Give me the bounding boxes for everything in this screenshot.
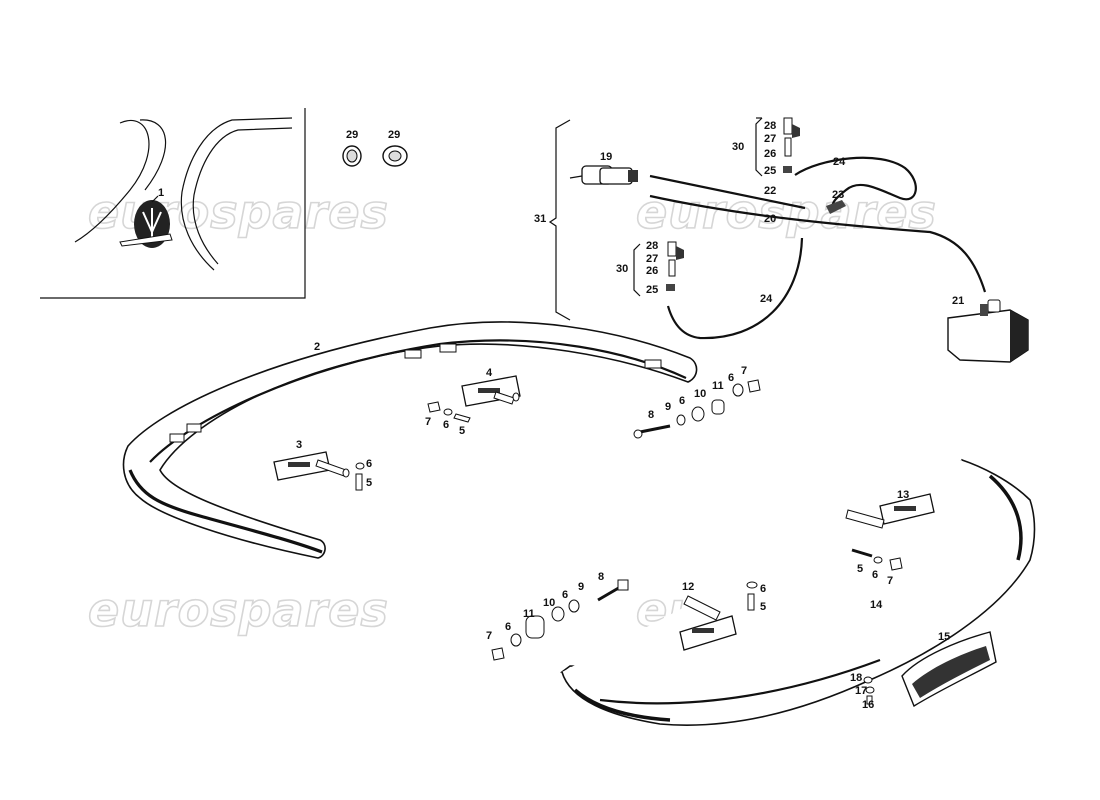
callout-15: 15 — [938, 631, 950, 643]
callout-1: 1 — [158, 187, 164, 199]
callout-27: 27 — [646, 253, 658, 265]
bracket-12 — [679, 595, 737, 651]
washer-reservoir-icon — [947, 299, 1029, 363]
callout-6: 6 — [679, 395, 685, 407]
window-line — [139, 119, 167, 191]
callout-21: 21 — [952, 295, 964, 307]
window-line — [74, 120, 150, 243]
callout-10: 10 — [543, 597, 555, 609]
callout-7: 7 — [425, 416, 431, 428]
hose-22 — [649, 174, 806, 210]
watermark-text: eurospares — [88, 185, 389, 239]
callout-6: 6 — [562, 589, 568, 601]
callout-5: 5 — [366, 477, 372, 489]
callout-25: 25 — [764, 165, 776, 177]
callout-17: 17 — [855, 685, 867, 697]
callout-12: 12 — [682, 581, 694, 593]
callout-30: 30 — [732, 141, 744, 153]
callout-31: 31 — [534, 213, 546, 225]
callout-23: 23 — [832, 189, 844, 201]
callout-16: 16 — [862, 699, 874, 711]
callout-10: 10 — [694, 388, 706, 400]
callout-26: 26 — [646, 265, 658, 277]
callout-30: 30 — [616, 263, 628, 275]
callout-22: 22 — [764, 185, 776, 197]
callout-19: 19 — [600, 151, 612, 163]
bracket-13 — [845, 493, 935, 529]
callout-28: 28 — [764, 120, 776, 132]
callout-29: 29 — [346, 129, 358, 141]
inset-frame — [40, 108, 306, 299]
callout-6: 6 — [366, 458, 372, 470]
callout-8: 8 — [598, 571, 604, 583]
callout-4: 4 — [486, 367, 493, 379]
rear-bumper — [122, 321, 698, 559]
callout-6: 6 — [760, 583, 766, 595]
connector-icon — [826, 200, 846, 214]
watermark-text: eurospares — [636, 185, 937, 239]
callout-20: 20 — [764, 213, 776, 225]
callout-27: 27 — [764, 133, 776, 145]
fasteners-rear — [355, 379, 761, 491]
callout-24: 24 — [833, 156, 846, 168]
callout-5: 5 — [459, 425, 465, 437]
callout-6: 6 — [443, 419, 449, 431]
fasteners-front — [491, 548, 903, 705]
hose-24 — [666, 237, 804, 340]
callout-labels: 1 2 3 4 5 6 7 6 5 8 9 6 10 11 6 7 13 12 … — [158, 120, 964, 711]
callout-7: 7 — [741, 365, 747, 377]
callout-9: 9 — [665, 401, 671, 413]
callout-7: 7 — [486, 630, 492, 642]
callout-11: 11 — [712, 380, 724, 392]
callout-14: 14 — [870, 599, 883, 611]
callout-7: 7 — [887, 575, 893, 587]
nozzle-assembly-icon — [633, 241, 684, 297]
callout-18: 18 — [850, 672, 862, 684]
callout-13: 13 — [897, 489, 909, 501]
callout-5: 5 — [760, 601, 766, 613]
callout-2: 2 — [314, 341, 320, 353]
badge-inset — [40, 108, 306, 299]
badge-base — [119, 233, 173, 247]
nozzle-assembly-icon — [755, 117, 800, 177]
callout-5: 5 — [857, 563, 863, 575]
callout-9: 9 — [578, 581, 584, 593]
callout-25: 25 — [646, 284, 658, 296]
bracket-3 — [273, 451, 350, 481]
washer-system — [548, 117, 1029, 363]
callout-6: 6 — [505, 621, 511, 633]
grille-insert — [901, 631, 997, 708]
hose-20 — [649, 194, 987, 293]
hose-24 — [794, 156, 917, 211]
callout-26: 26 — [764, 148, 776, 160]
watermark-text: eurospares — [88, 583, 389, 637]
grommet-parts — [342, 145, 408, 167]
callout-6: 6 — [872, 569, 878, 581]
callout-8: 8 — [648, 409, 654, 421]
callout-11: 11 — [523, 608, 535, 620]
washer-pump-icon — [569, 165, 638, 185]
callout-24: 24 — [760, 293, 773, 305]
callout-3: 3 — [296, 439, 302, 451]
callout-29: 29 — [388, 129, 400, 141]
door-line — [192, 127, 293, 265]
door-line — [180, 117, 293, 271]
bracket-4 — [461, 375, 521, 407]
callout-28: 28 — [646, 240, 658, 252]
front-bumper — [559, 458, 1036, 726]
callout-6: 6 — [728, 372, 734, 384]
